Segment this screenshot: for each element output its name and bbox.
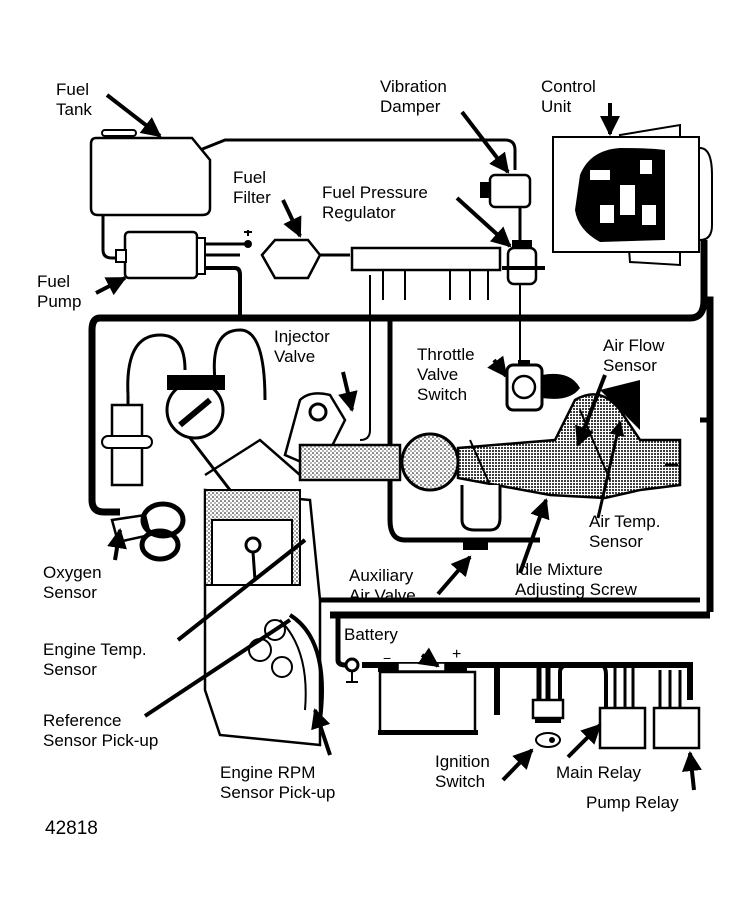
- label-engine-temp-sensor: Engine Temp. Sensor: [43, 640, 147, 679]
- label-reference-sensor-pickup: Reference Sensor Pick-up: [43, 711, 159, 750]
- fuel-pump: [115, 230, 252, 280]
- ignition-coil: [101, 328, 267, 487]
- fuel-tank: [89, 129, 212, 217]
- label-battery: Battery: [344, 625, 398, 644]
- fuel-lines: [101, 138, 521, 441]
- fuel-rail: [350, 246, 502, 300]
- leader-arrows: [95, 93, 702, 791]
- label-ignition-switch: Ignition Switch: [435, 752, 490, 791]
- label-injector-valve: Injector Valve: [274, 327, 330, 366]
- label-air-flow-sensor: Air Flow Sensor: [603, 336, 665, 375]
- pump-relay: [652, 706, 701, 750]
- label-vibration-damper: Vibration Damper: [380, 77, 447, 116]
- label-oxygen-sensor: Oxygen Sensor: [43, 563, 102, 602]
- battery: [344, 657, 478, 735]
- engine-block: [203, 392, 347, 747]
- label-fuel-tank: Fuel Tank: [56, 80, 92, 119]
- label-idle-mixture-adjusting-screw: Idle Mixture Adjusting Screw: [515, 560, 637, 599]
- label-control-unit: Control Unit: [541, 77, 596, 116]
- ignition-switch: [531, 698, 565, 748]
- label-air-temp-sensor: Air Temp. Sensor: [589, 512, 661, 551]
- vibration-damper: [480, 173, 532, 240]
- label-fuel-filter: Fuel Filter: [233, 168, 271, 207]
- main-relay: [598, 706, 647, 750]
- auxiliary-air-valve: [460, 485, 502, 550]
- label-auxiliary-air-valve: Auxiliary Air Valve: [349, 566, 416, 605]
- label-engine-rpm-sensor-pickup: Engine RPM Sensor Pick-up: [220, 763, 336, 802]
- fuel-filter: [260, 238, 322, 280]
- throttle-valve-switch: [505, 360, 580, 412]
- battery-positive-terminal: +: [452, 646, 462, 663]
- fuel-pressure-regulator: [502, 240, 545, 286]
- oxygen-sensor: [110, 501, 186, 562]
- label-main-relay: Main Relay: [556, 763, 642, 782]
- distributor: [165, 375, 232, 491]
- label-fuel-pump: Fuel Pump: [37, 272, 82, 311]
- figure-number: 42818: [45, 818, 98, 839]
- label-fuel-pressure-regulator: Fuel Pressure Regulator: [322, 183, 428, 222]
- label-throttle-valve-switch: Throttle Valve Switch: [417, 345, 475, 404]
- relays: [598, 706, 701, 750]
- label-pump-relay: Pump Relay: [586, 793, 679, 812]
- battery-negative-terminal: −: [383, 650, 392, 666]
- intake-manifold: [298, 380, 682, 500]
- control-unit: [552, 123, 713, 267]
